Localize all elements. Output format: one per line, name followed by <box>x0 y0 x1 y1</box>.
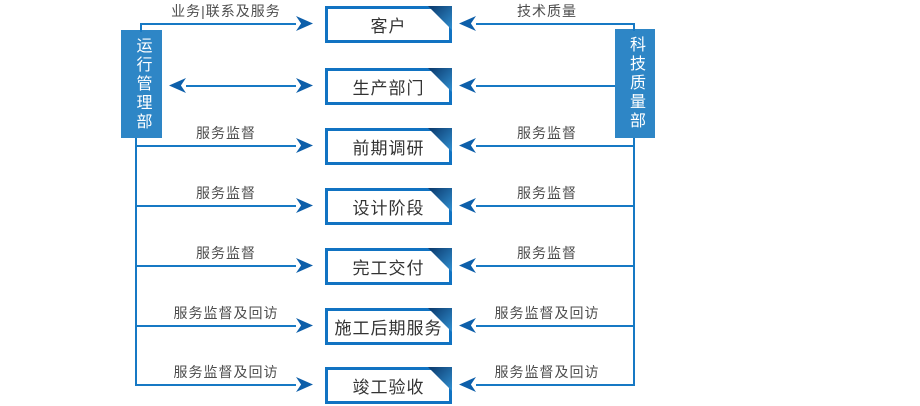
flow-line-horizontal <box>135 384 296 386</box>
flow-line-horizontal <box>476 325 635 327</box>
flow-line-horizontal <box>135 325 296 327</box>
flow-line-horizontal <box>135 145 296 147</box>
right-trunk-line <box>633 138 635 386</box>
flow-line-horizontal <box>476 384 635 386</box>
flow-label-right: 服务监督 <box>517 245 577 261</box>
left-department-bar: 运行管理部 <box>121 30 162 138</box>
process-box-6: 施工后期服务 <box>325 308 452 345</box>
flow-label-left: 服务监督 <box>196 125 256 141</box>
process-box-1: 客户 <box>325 6 452 43</box>
process-box-4: 设计阶段 <box>325 188 452 225</box>
left-riser-line <box>140 23 142 32</box>
flow-line-horizontal <box>135 265 296 267</box>
flow-line-horizontal <box>135 205 296 207</box>
flow-line-horizontal <box>476 23 635 25</box>
flow-label-right: 服务监督及回访 <box>494 305 600 321</box>
flow-label-left: 服务监督及回访 <box>173 305 279 321</box>
flow-label-left: 业务|联系及服务 <box>171 3 281 19</box>
flow-label-left: 服务监督 <box>196 245 256 261</box>
flow-label-right: 服务监督 <box>517 125 577 141</box>
process-box-5: 完工交付 <box>325 248 452 285</box>
flow-label-right: 服务监督 <box>517 185 577 201</box>
process-box-3: 前期调研 <box>325 128 452 165</box>
arrow-left-icon <box>459 78 476 93</box>
right-riser-line <box>633 23 635 31</box>
arrow-left-icon <box>169 78 186 93</box>
flow-line-horizontal <box>186 85 296 87</box>
flow-line-horizontal <box>476 265 635 267</box>
flow-label-right: 技术质量 <box>517 3 577 19</box>
arrow-right-icon <box>296 78 313 93</box>
folded-corner-icon <box>428 68 452 92</box>
flow-line-horizontal <box>476 145 635 147</box>
flow-label-left: 服务监督 <box>196 185 256 201</box>
flow-line-horizontal <box>476 85 615 87</box>
flow-line-horizontal <box>140 23 296 25</box>
flow-label-right: 服务监督及回访 <box>494 364 600 380</box>
flow-line-horizontal <box>476 205 635 207</box>
right-department-bar: 科技质量部 <box>615 29 655 138</box>
flow-label-left: 服务监督及回访 <box>173 364 279 380</box>
left-trunk-line <box>135 138 137 386</box>
process-box-7: 竣工验收 <box>325 367 452 404</box>
process-box-2: 生产部门 <box>325 68 452 105</box>
